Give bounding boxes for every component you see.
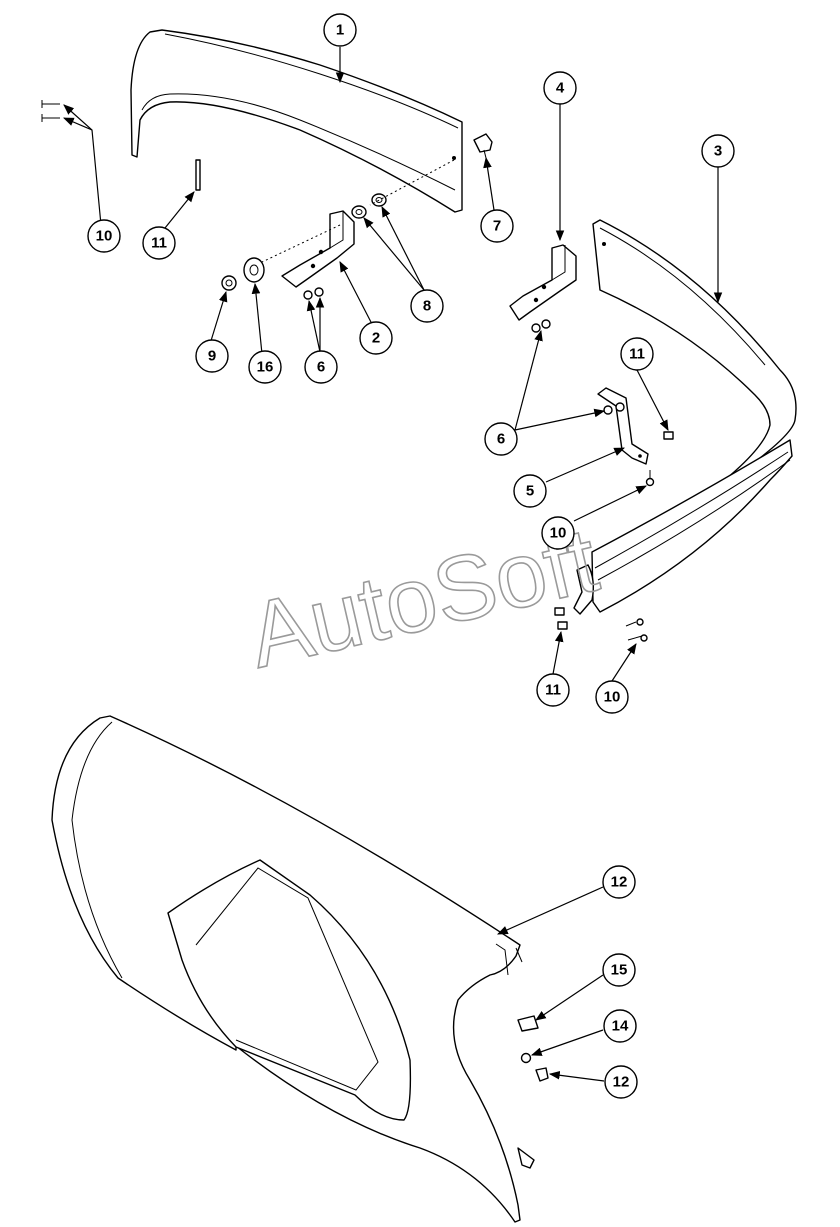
callout-3: 3 bbox=[701, 134, 735, 168]
part-1-upper-trim bbox=[130, 29, 463, 213]
svg-text:9: 9 bbox=[208, 348, 216, 365]
svg-text:10: 10 bbox=[96, 228, 113, 245]
callout-2: 2 bbox=[359, 321, 393, 355]
callout-4: 4 bbox=[543, 71, 577, 105]
svg-text:11: 11 bbox=[151, 235, 167, 252]
svg-text:6: 6 bbox=[317, 359, 325, 376]
svg-text:3: 3 bbox=[714, 143, 722, 160]
callout-10-bottom: 10 bbox=[595, 680, 629, 714]
svg-text:14: 14 bbox=[612, 1018, 629, 1035]
part-5-bracket bbox=[597, 387, 649, 465]
svg-text:12: 12 bbox=[611, 874, 628, 891]
svg-text:10: 10 bbox=[604, 689, 621, 706]
svg-text:2: 2 bbox=[372, 330, 380, 347]
callout-10-right: 10 bbox=[541, 516, 575, 550]
leader-lines bbox=[63, 47, 723, 1082]
part-3-side-rail bbox=[573, 219, 797, 615]
svg-text:6: 6 bbox=[497, 431, 505, 448]
svg-text:7: 7 bbox=[493, 218, 501, 235]
svg-text:5: 5 bbox=[526, 483, 534, 500]
callout-15: 15 bbox=[602, 953, 636, 987]
part-4-bracket bbox=[509, 244, 577, 321]
svg-text:8: 8 bbox=[423, 298, 431, 315]
svg-text:12: 12 bbox=[613, 1074, 630, 1091]
svg-text:15: 15 bbox=[611, 962, 628, 979]
svg-text:4: 4 bbox=[556, 80, 565, 97]
callout-6-right: 6 bbox=[484, 422, 518, 456]
callout-16: 16 bbox=[248, 350, 282, 384]
part-2-bracket bbox=[281, 210, 355, 288]
svg-text:1: 1 bbox=[336, 22, 344, 39]
assembly-guide-lines bbox=[261, 159, 455, 263]
callout-11-right: 11 bbox=[620, 337, 654, 371]
callout-7: 7 bbox=[480, 209, 514, 243]
callout-14: 14 bbox=[603, 1009, 637, 1043]
callout-11-upper-left: 11 bbox=[142, 226, 176, 260]
svg-text:16: 16 bbox=[257, 359, 274, 376]
callout-1: 1 bbox=[323, 13, 357, 47]
callout-8: 8 bbox=[410, 289, 444, 323]
callout-9: 9 bbox=[195, 339, 229, 373]
callout-12-upper: 12 bbox=[602, 865, 636, 899]
callout-10-upper-left: 10 bbox=[87, 219, 121, 253]
callout-11-bottom: 11 bbox=[536, 673, 570, 707]
callout-5: 5 bbox=[513, 474, 547, 508]
svg-text:10: 10 bbox=[550, 525, 567, 542]
part-12-lower-cowl bbox=[51, 715, 535, 1223]
callout-12-lower: 12 bbox=[604, 1065, 638, 1099]
svg-text:11: 11 bbox=[545, 682, 561, 699]
fastener-hardware bbox=[41, 100, 674, 1082]
svg-text:11: 11 bbox=[629, 346, 645, 363]
callout-6-left: 6 bbox=[304, 350, 338, 384]
